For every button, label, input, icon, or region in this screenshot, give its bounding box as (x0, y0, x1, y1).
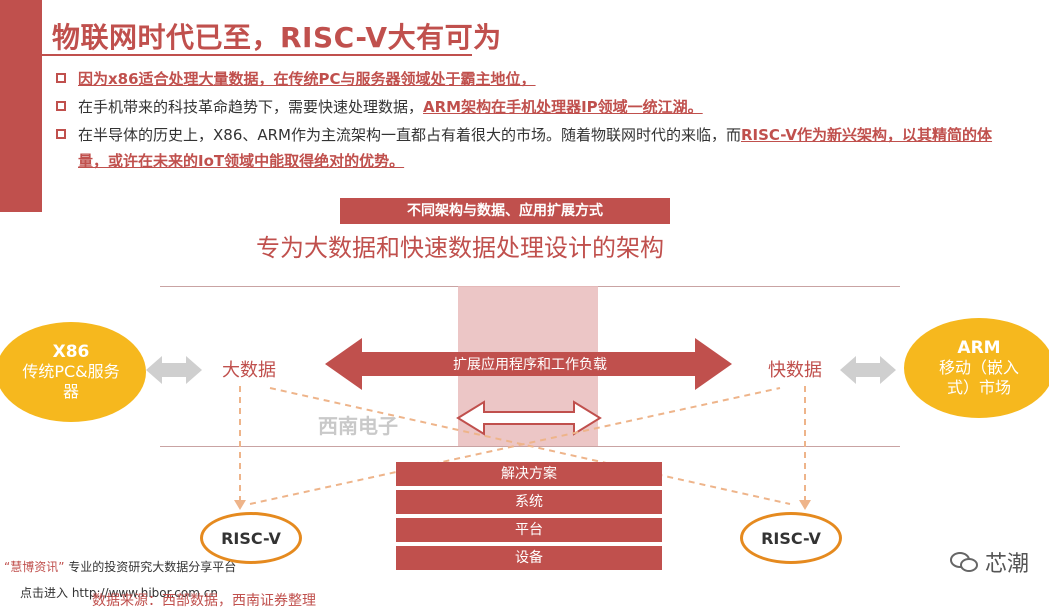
footer-platform-text: 专业的投资研究大数据分享平台 (68, 560, 237, 574)
dash-cross-1 (249, 387, 781, 505)
arrowhead-right (799, 500, 811, 510)
bullet-1-highlight: 因为x86适合处理大量数据，在传统PC与服务器领域处于霸主地位， (78, 70, 536, 88)
bullet-2-highlight: ARM架构在手机处理器IP领域一统江湖。 (423, 98, 703, 116)
bullet-square-icon (56, 101, 66, 111)
bullet-2: 在手机带来的科技革命趋势下，需要快速处理数据，ARM架构在手机处理器IP领域一统… (56, 94, 1016, 120)
watermark: 西南电子 (318, 414, 398, 438)
arrowhead-left (234, 500, 246, 510)
stack-system: 系统 (396, 490, 662, 514)
stack-solution: 解决方案 (396, 462, 662, 486)
logo-text: 芯潮 (984, 552, 1029, 577)
arm-desc: 移动（嵌入式）市场 (938, 358, 1019, 397)
stack-platform: 平台 (396, 518, 662, 542)
diagram-label: 不同架构与数据、应用扩展方式 (340, 198, 670, 224)
dash-cross-2 (269, 387, 791, 505)
left-accent-bar (0, 0, 42, 212)
risc-v-right: RISC-V (740, 512, 842, 564)
footer-source: 数据来源：西部数据，西南证券整理 (92, 593, 316, 609)
bullet-list: 因为x86适合处理大量数据，在传统PC与服务器领域处于霸主地位， 在手机带来的科… (56, 66, 1016, 176)
risc-v-left: RISC-V (200, 512, 302, 564)
footer-link[interactable]: 点击进入 http://www.hibor.com.cn (20, 586, 218, 600)
logo: 芯潮 (949, 546, 1029, 578)
bullet-square-icon (56, 129, 66, 139)
arrow-label: 扩展应用程序和工作负载 (453, 357, 607, 373)
title-underline (42, 12, 472, 56)
big-data-label: 大数据 (222, 360, 276, 381)
page-title: 物联网时代已至，RISC-V大有可为 (52, 21, 502, 54)
diagram-subtitle: 专为大数据和快速数据处理设计的架构 (256, 234, 664, 262)
x86-title: X86 (52, 342, 90, 362)
bullet-3: 在半导体的历史上，X86、ARM作为主流架构一直都占有着很大的市场。随着物联网时… (56, 122, 1016, 174)
arm-title: ARM (957, 338, 1001, 358)
bullet-3-highlight: RISC-V作为新兴架构，以其精简的体量，或许在未来的IoT领域中能取得绝对的优… (78, 126, 993, 170)
x86-desc: 传统PC&服务器 (22, 362, 120, 401)
footer-platform: “慧博资讯” 专业的投资研究大数据分享平台 (4, 558, 236, 575)
right-grey-arrow (840, 356, 896, 384)
fast-data-label: 快数据 (768, 360, 822, 381)
bullet-1: 因为x86适合处理大量数据，在传统PC与服务器领域处于霸主地位， (56, 66, 1016, 92)
x86-circle: X86 传统PC&服务器 (0, 322, 146, 422)
footer-brand: “慧博资讯” (4, 560, 65, 574)
arm-circle: ARM 移动（嵌入式）市场 (904, 318, 1049, 418)
stack-device: 设备 (396, 546, 662, 570)
small-double-arrow (456, 400, 602, 436)
big-double-arrow (325, 338, 732, 390)
bullet-3-text: 在半导体的历史上，X86、ARM作为主流架构一直都占有着很大的市场。随着物联网时… (78, 126, 741, 144)
bullet-square-icon (56, 73, 66, 83)
bullet-2-text: 在手机带来的科技革命趋势下，需要快速处理数据， (78, 98, 424, 116)
left-grey-arrow (146, 356, 202, 384)
wechat-icon (949, 552, 978, 572)
